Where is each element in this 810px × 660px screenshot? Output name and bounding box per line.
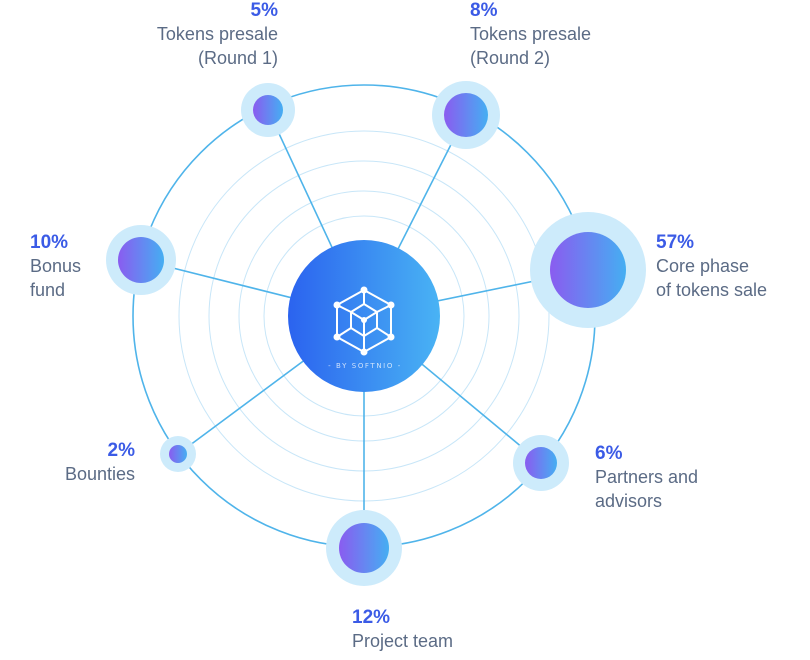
label-core-phase: 57% Core phase of tokens sale — [656, 232, 806, 302]
name-bounties: Bounties — [64, 464, 135, 484]
label-bonus-fund: 10% Bonus fund — [30, 232, 110, 302]
name-presale-round-1: Tokens presale (Round 1) — [156, 24, 278, 68]
node-core-phase — [550, 232, 626, 308]
name-presale-round-2: Tokens presale (Round 2) — [470, 24, 592, 68]
node-presale-round-1 — [253, 95, 283, 125]
name-partners: Partners and advisors — [595, 467, 699, 511]
center-hub — [288, 240, 440, 392]
name-project-team: Project team — [352, 631, 454, 651]
percent-project-team: 12% — [352, 607, 391, 628]
label-project-team: 12% Project team — [352, 607, 502, 653]
cube-network-nodes — [333, 286, 395, 356]
label-bounties: 2% Bounties — [20, 440, 135, 486]
percent-presale-round-2: 8% — [470, 0, 498, 21]
percent-presale-round-1: 5% — [250, 0, 278, 21]
name-bonus-fund: Bonus fund — [30, 256, 82, 300]
node-presale-round-2 — [444, 93, 488, 137]
nodes — [118, 93, 626, 573]
node-bonus-fund — [118, 237, 164, 283]
percent-bounties: 2% — [107, 440, 135, 461]
name-core-phase: Core phase of tokens sale — [656, 256, 768, 300]
brand-caption: - BY SOFTNIO - — [328, 362, 402, 370]
node-bounties — [169, 445, 187, 463]
percent-partners: 6% — [595, 443, 623, 464]
percent-bonus-fund: 10% — [30, 232, 69, 253]
label-presale-round-2: 8% Tokens presale (Round 2) — [470, 0, 640, 70]
label-presale-round-1: 5% Tokens presale (Round 1) — [128, 0, 278, 70]
label-partners: 6% Partners and advisors — [595, 443, 745, 513]
node-project-team — [339, 523, 389, 573]
percent-core-phase: 57% — [656, 232, 695, 253]
node-partners — [525, 447, 557, 479]
